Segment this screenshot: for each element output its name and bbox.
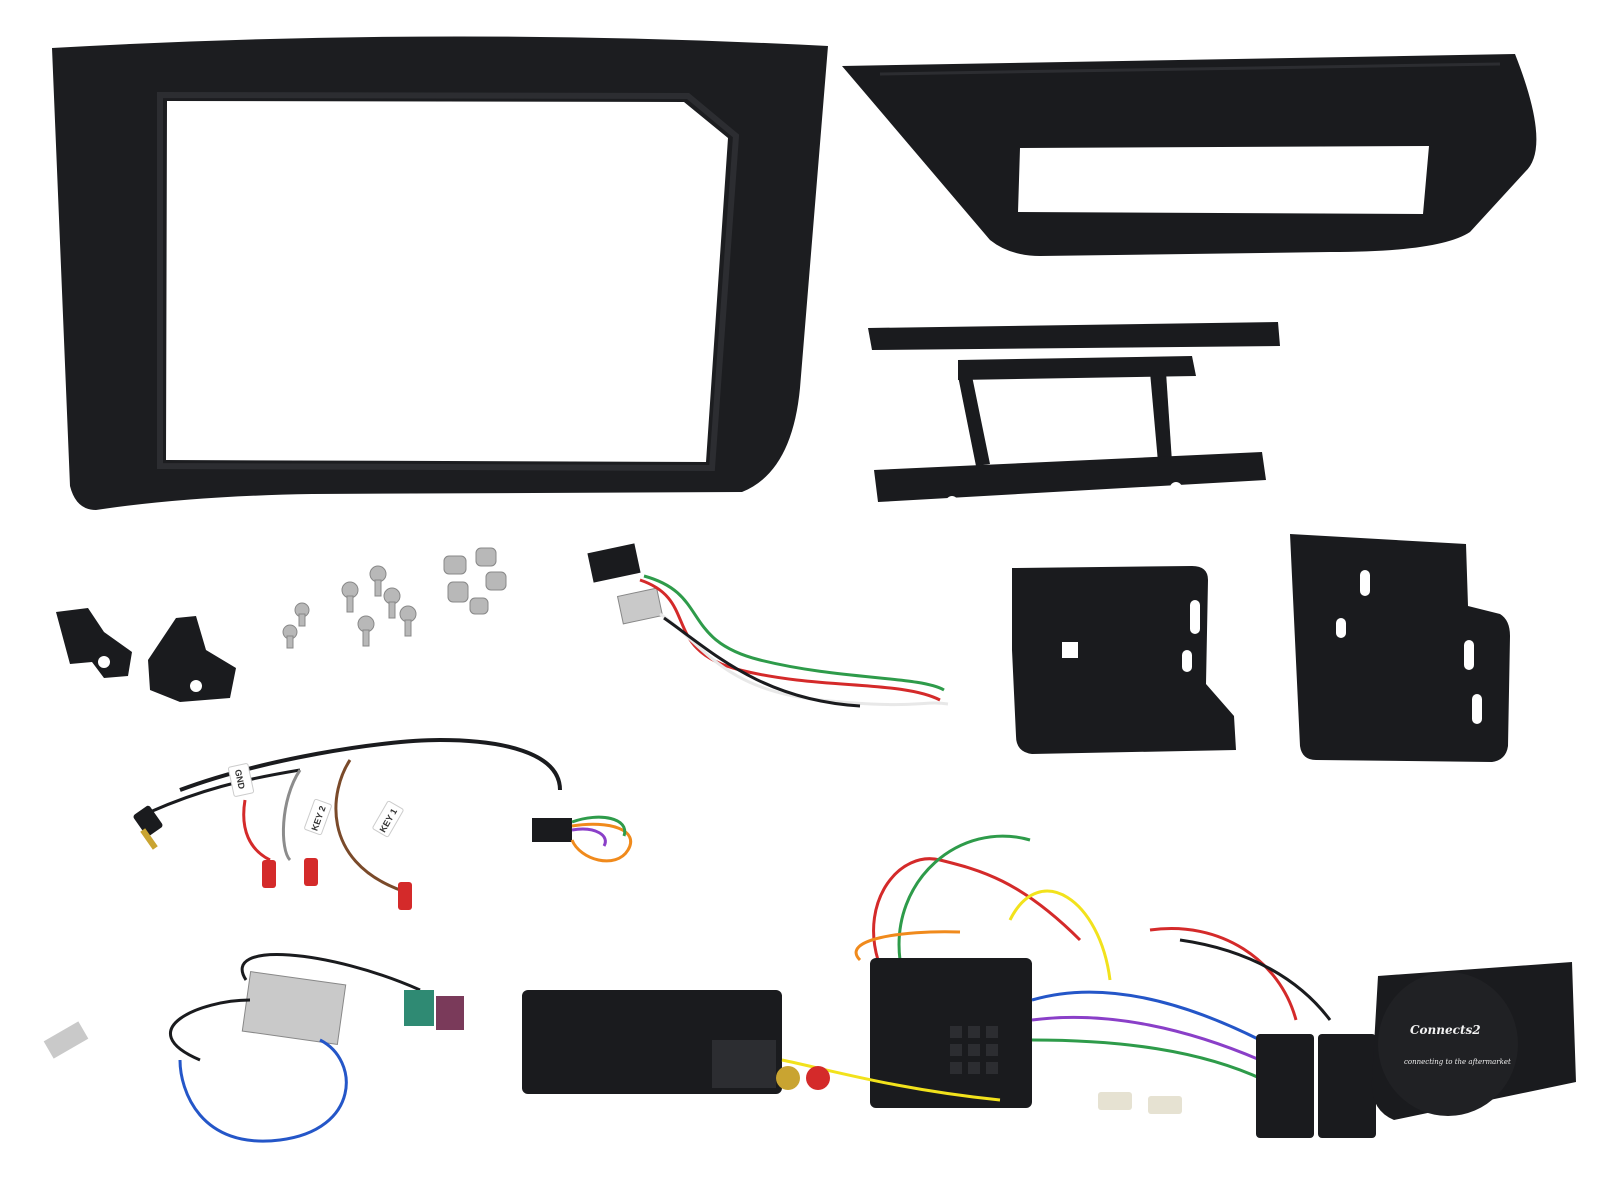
double-din-fascia-panel [52,36,828,510]
fixing-clips [56,608,236,702]
mounting-bracket [868,322,1280,508]
screws [282,547,507,649]
logo-tagline: connecting to the aftermarket [1404,1058,1511,1066]
quadlock-harness [776,834,1112,1108]
upper-trim-surround [842,54,1537,256]
steering-control-lead: GND KEY 2 KEY 1 [133,737,632,910]
patch-lead [587,543,949,708]
quadlock-pin-grid [950,1026,998,1074]
right-side-bracket [1290,534,1510,762]
iso-connectors [1031,927,1376,1138]
connects2-logo: Connects2 [1410,1023,1481,1037]
left-side-bracket [1012,566,1236,754]
antenna-adaptor [43,953,464,1143]
interface-module-box [522,990,782,1094]
steering-interface-module: Connects2 connecting to the aftermarket [1371,962,1576,1120]
gnd-tag: GND [233,768,247,790]
